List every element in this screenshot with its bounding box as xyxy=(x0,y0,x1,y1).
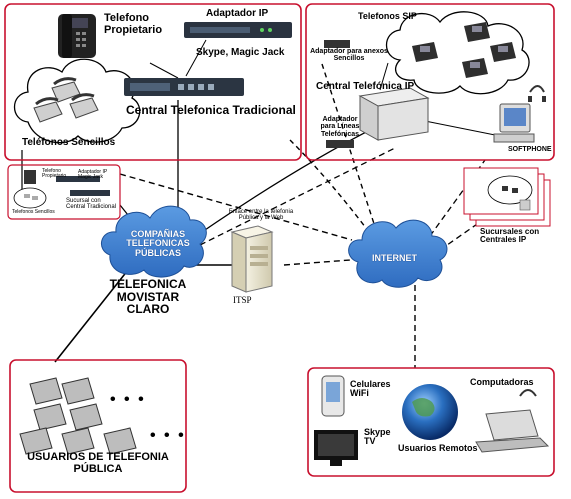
label-mini-proprietary: Telefono Propietario xyxy=(42,168,67,180)
label-mini-ip-adapter: Adaptador IP Magic Jack xyxy=(78,169,108,181)
outline-clouds xyxy=(13,11,530,144)
softphone-computer-icon xyxy=(493,85,546,143)
proprietary-phone-icon xyxy=(58,14,96,58)
laptop-icon xyxy=(475,389,550,453)
label-simple-phones: Teléfonos Sencillos xyxy=(22,137,116,148)
label-ip-branches: Sucursales con Centrales IP xyxy=(480,227,540,245)
ip-adapter-device-icon xyxy=(184,22,292,38)
label-skype-magic-jack: Skype, Magic Jack xyxy=(196,47,285,58)
label-proprietary-phone: Telefono Propietario xyxy=(104,12,163,36)
label-operators: TELEFONICA MOVISTAR CLARO xyxy=(109,277,187,317)
label-sip-phones: Telefonos SIP xyxy=(358,11,417,21)
label-softphone: SOFTPHONE xyxy=(508,146,552,153)
itsp-server-icon xyxy=(230,225,274,293)
label-itsp: ITSP xyxy=(233,295,252,305)
frames xyxy=(4,3,555,493)
cloud-sip-phones xyxy=(385,11,530,95)
dots-more-users-1: • • • xyxy=(110,391,146,408)
frame-branch-traditional xyxy=(7,164,121,220)
label-web-link: Enlace entre la telefonia Pública y la W… xyxy=(228,209,294,222)
label-ip-pbx: Central Telefónica IP xyxy=(316,81,415,92)
label-computers: Computadoras xyxy=(470,377,534,387)
label-public-users: USUARIOS DE TELEFONIA PÚBLICA xyxy=(27,451,169,475)
label-public-telcos: COMPAÑIAS TELEFONICAS PÚBLICAS xyxy=(126,229,190,258)
cloud-simple-phones xyxy=(13,58,141,144)
ip-pbx-server-icon xyxy=(358,87,430,141)
frame-remote-users xyxy=(307,367,555,477)
label-mini-simple-phones: Telefonos Sencillos xyxy=(12,209,55,215)
sip-phone-icons xyxy=(412,22,516,78)
label-remote-users: Usuarios Remotos xyxy=(398,443,478,453)
cloud-internet xyxy=(348,219,448,288)
frame-public-users xyxy=(9,359,187,493)
label-mini-branch: Sucursal con Central Tradicional xyxy=(66,198,117,211)
cloud-public-telcos xyxy=(101,205,207,278)
analog-adapter-icon xyxy=(324,40,350,48)
cell-phone-icon xyxy=(321,375,345,417)
dots-more-users-2: • • • xyxy=(150,427,186,444)
traditional-pbx-device-icon xyxy=(124,78,244,96)
label-ip-adapter: Adaptador IP xyxy=(206,8,269,19)
label-analog-adapter: Adaptador para anexos Sencillos xyxy=(310,48,388,63)
ip-branches-graphics xyxy=(463,167,551,227)
label-line-adapter: Adaptador para Líneas Telefónicas xyxy=(320,116,360,138)
tv-icon xyxy=(314,430,358,466)
frame-traditional-pbx xyxy=(4,3,302,161)
public-user-phone-icons xyxy=(19,377,137,455)
branch-traditional-graphics xyxy=(13,170,110,209)
label-wifi-phones: Celulares WiFi xyxy=(350,379,391,399)
frame-ip-pbx xyxy=(305,3,555,161)
label-internet: INTERNET xyxy=(372,253,417,263)
line-adapter-icon xyxy=(326,140,354,148)
globe-icon xyxy=(402,384,458,440)
blue-clouds xyxy=(101,205,448,288)
simple-phone-icons xyxy=(33,77,99,123)
label-skype-tv: Skype TV xyxy=(364,427,391,447)
label-traditional-pbx: Central Telefonica Tradicional xyxy=(126,103,296,117)
